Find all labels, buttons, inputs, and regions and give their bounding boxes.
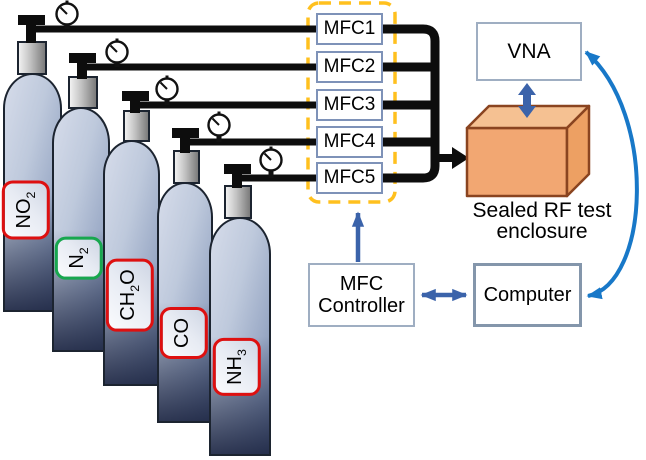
gas-feed-arrowhead — [452, 147, 469, 169]
pressure-gauge-icon — [259, 146, 283, 178]
enclosure-caption: Sealed RF test enclosure — [452, 200, 632, 242]
mfc-unit-label: MFC3 — [323, 94, 376, 115]
vna-enclosure-link — [518, 83, 536, 118]
mfc-unit-1: MFC1 — [316, 13, 383, 45]
pressure-gauge-icons — [55, 0, 283, 178]
mfc-controller-label-line1: MFC — [339, 273, 384, 295]
mfc-unit-label: MFC1 — [323, 18, 376, 39]
mfc-unit-label: MFC5 — [323, 167, 376, 188]
mfc-unit-label: MFC4 — [323, 131, 376, 152]
valve-icons — [18, 15, 251, 188]
mfc-controller-label-line2: Controller — [318, 295, 405, 317]
rf-enclosure-box — [465, 104, 591, 198]
mfc-controller-box: MFC Controller — [308, 263, 415, 327]
pressure-gauge-icon — [55, 0, 79, 29]
computer-vna-link — [584, 50, 639, 300]
enclosure-caption-line2: enclosure — [496, 220, 588, 243]
mfc-unit-label: MFC2 — [323, 56, 376, 77]
mfc-unit-3: MFC3 — [316, 89, 383, 121]
pressure-gauge-icon — [207, 111, 231, 142]
mfc-output-manifold — [383, 24, 453, 183]
vna-box: VNA — [476, 22, 582, 81]
mfc-unit-4: MFC4 — [316, 126, 383, 158]
pressure-gauge-icon — [155, 75, 179, 105]
gas-cylinder-n2 — [52, 107, 110, 352]
mfc-unit-2: MFC2 — [316, 51, 383, 83]
mfc-unit-5: MFC5 — [316, 162, 383, 194]
cylinder-neck-icon — [17, 41, 47, 75]
computer-box: Computer — [473, 263, 582, 327]
vna-label: VNA — [507, 39, 551, 63]
computer-label: Computer — [483, 283, 572, 306]
enclosure-caption-line1: Sealed RF test — [472, 199, 612, 222]
pressure-gauge-icon — [105, 38, 129, 67]
